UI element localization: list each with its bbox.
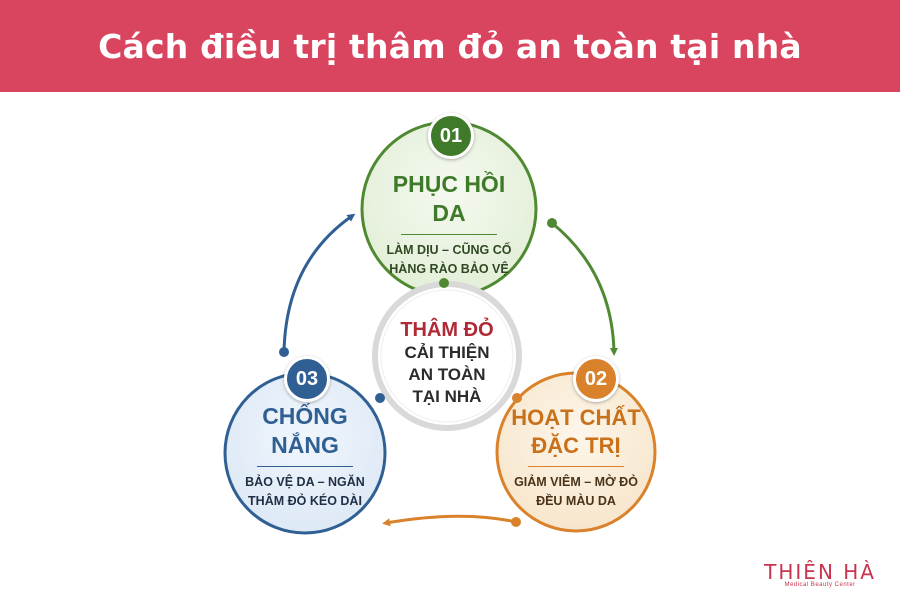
step-2-divider <box>528 466 624 467</box>
step-2-number: 02 <box>584 367 608 390</box>
arrow-green-to-orange <box>551 221 618 356</box>
brand-logo: THIÊN HÀ Medical Beauty Center <box>764 560 876 588</box>
step-2-sub-line1: GIẢM VIÊM – MỜ ĐỎ <box>514 475 638 489</box>
header-banner: Cách điều trị thâm đỏ an toàn tại nhà <box>0 0 900 92</box>
step-1-sub-line1: LÀM DỊU – CŨNG CỐ <box>386 243 512 257</box>
step-3-title-line2: NẮNG <box>271 432 339 458</box>
step-1-badge: 01 <box>428 113 474 159</box>
step-3-title-line1: CHỐNG <box>262 403 348 429</box>
step-3-sub-line1: BẢO VỆ DA – NGĂN <box>245 475 365 489</box>
step-3-divider <box>257 466 353 467</box>
step-1-sub-line2: HÀNG RÀO BẢO VỆ <box>389 262 509 276</box>
brand-name: THIÊN HÀ <box>764 560 876 584</box>
step-1-divider <box>401 234 497 235</box>
step-1-content: PHỤC HỒI DA LÀM DỊU – CŨNG CỐ HÀNG RÀO B… <box>379 170 519 279</box>
step-3-sub-line2: THÂM ĐỎ KÉO DÀI <box>248 494 362 508</box>
step-2-content: HOẠT CHẤT ĐẶC TRỊ GIẢM VIÊM – MỜ ĐỎ ĐỀU … <box>506 404 646 511</box>
arrow-dot-orange <box>511 517 521 527</box>
center-line-4: TẠI NHÀ <box>412 387 482 406</box>
page-title: Cách điều trị thâm đỏ an toàn tại nhà <box>98 26 802 66</box>
step-3-number: 03 <box>295 367 319 390</box>
step-1-number: 01 <box>439 124 463 147</box>
step-1-title-line2: DA <box>432 200 466 226</box>
step-3-content: CHỐNG NẮNG BẢO VỆ DA – NGĂN THÂM ĐỎ KÉO … <box>235 402 375 511</box>
connector-dot-blue <box>375 393 385 403</box>
center-content: THÂM ĐỎ CẢI THIỆN AN TOÀN TẠI NHÀ <box>382 318 512 408</box>
arrow-dot-green <box>547 218 557 228</box>
step-3-badge: 03 <box>284 356 330 402</box>
center-line-3: AN TOÀN <box>408 365 486 384</box>
step-1-title-line1: PHỤC HỒI <box>392 171 506 197</box>
arrow-dot-blue <box>279 347 289 357</box>
step-2-title-line2: ĐẶC TRỊ <box>531 433 621 458</box>
arrow-blue-to-green <box>282 213 356 353</box>
connector-dot-green <box>439 278 449 288</box>
brand-tagline: Medical Beauty Center <box>784 582 856 588</box>
cycle-diagram: 01 02 03 PHỤC HỒI DA LÀM DỊU – CŨNG CỐ H… <box>0 92 900 600</box>
center-title: THÂM ĐỎ <box>400 319 494 341</box>
connector-dot-orange <box>512 393 522 403</box>
step-2-sub-line2: ĐỀU MÀU DA <box>536 494 616 508</box>
center-line-2: CẢI THIỆN <box>404 343 490 362</box>
arrow-orange-to-blue <box>382 514 517 527</box>
step-2-badge: 02 <box>573 356 619 402</box>
step-2-title-line1: HOẠT CHẤT <box>511 405 641 430</box>
diagram-graphics <box>223 120 657 535</box>
